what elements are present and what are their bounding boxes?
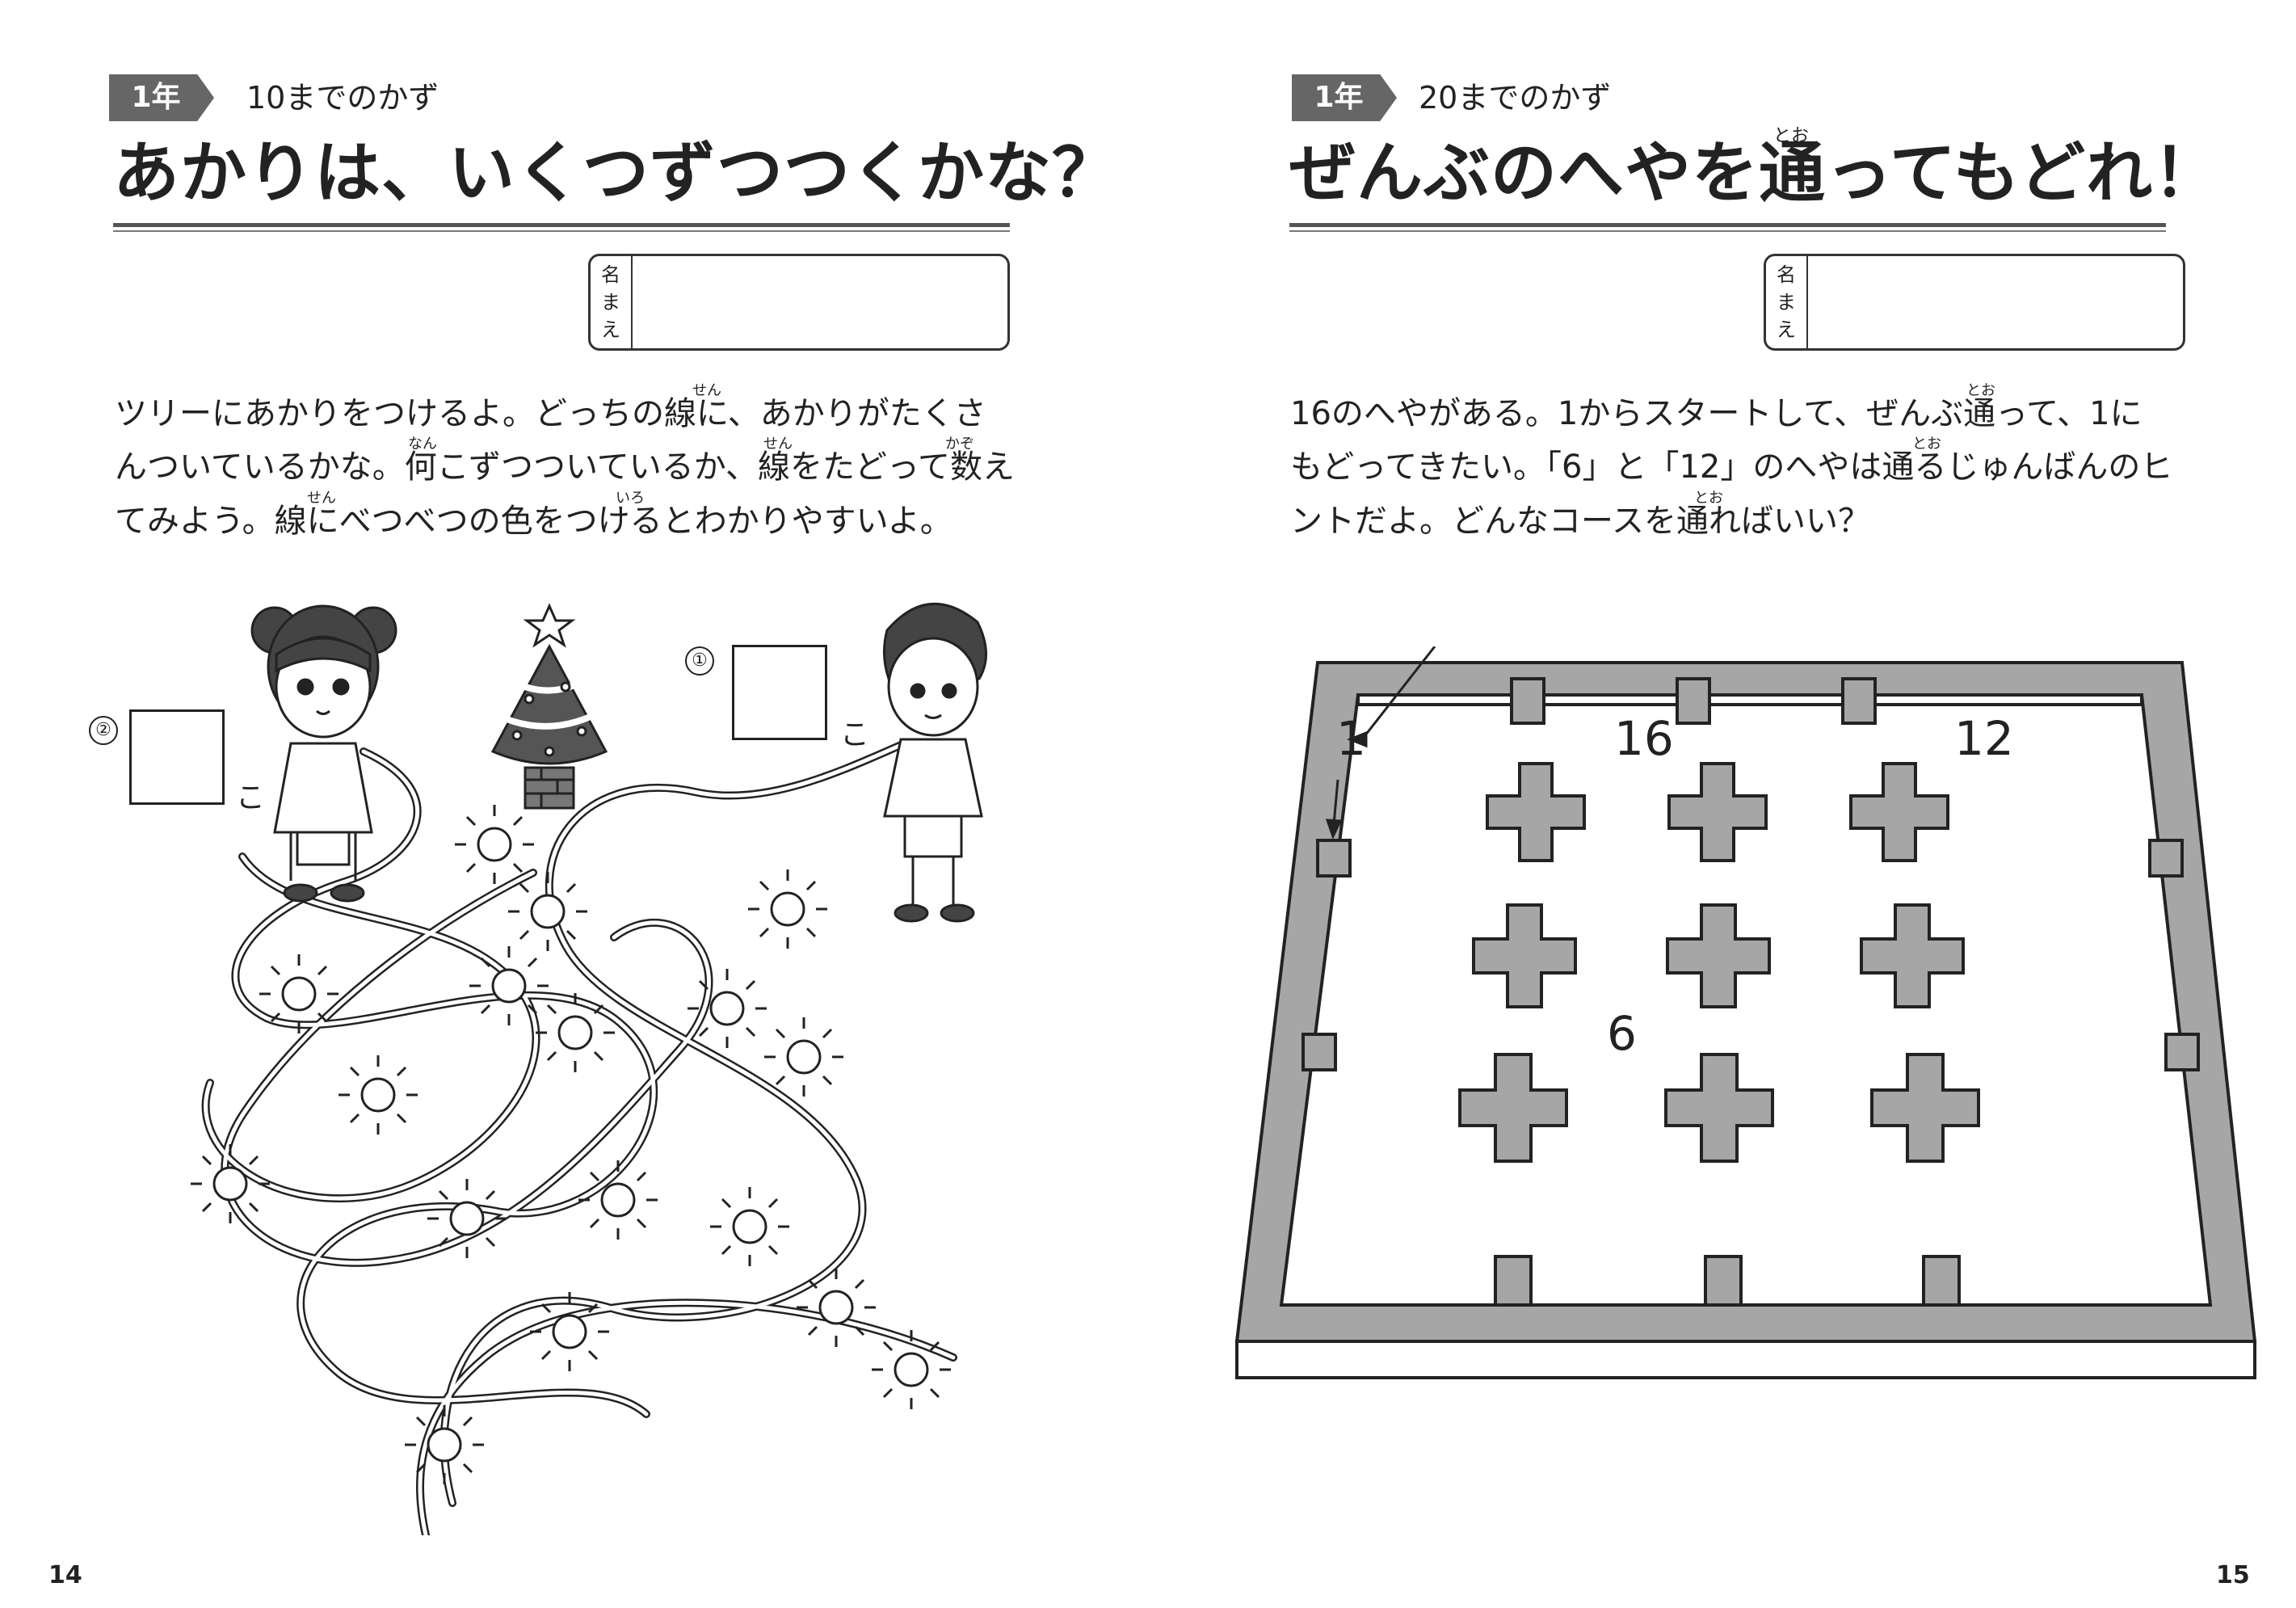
answer-box-2[interactable] xyxy=(129,709,225,805)
maze-label-6: 6 xyxy=(1607,1006,1637,1061)
instruction-line: ツリーにあかりをつけるよ。どっちの線に、あかりがたくさ xyxy=(115,395,986,432)
furigana: せん xyxy=(307,490,336,507)
answer-marker-2: ② xyxy=(89,716,118,745)
girl-character xyxy=(250,604,397,903)
maze-label-12: 12 xyxy=(1954,711,2014,766)
title-rule xyxy=(113,223,1010,227)
right-page: 1年 20までのかず とお ぜんぶのへやを通ってもどれ！ 名 ま え とお とお… xyxy=(1148,0,2296,1608)
title-rule-thin xyxy=(1289,230,2166,232)
title-rule xyxy=(1289,223,2166,227)
furigana: いろ xyxy=(616,490,645,507)
answer-marker-1: ① xyxy=(685,646,714,676)
furigana: なん xyxy=(408,436,437,453)
left-page: 1年 10までのかず あかりは、いくつずつつくかな？ 名 ま え せん なん せ… xyxy=(48,74,1120,1589)
light-bulbs xyxy=(191,805,951,1484)
instruction-line: もどってきたい。「6」と「12」のへやは通るじゅんばんのヒ xyxy=(1290,448,2173,486)
answer-unit-2: こ xyxy=(236,781,266,815)
page-title: あかりは、いくつずつつくかな？ xyxy=(113,135,1120,212)
furigana: とお xyxy=(1966,382,1995,399)
instructions: とお とお とお 16のへやがある。1からスタートして、ぜんぶ通って、1に もど… xyxy=(1290,368,2179,545)
unit-subtitle: 20までのかず xyxy=(1419,80,1612,116)
maze-pillars xyxy=(1458,762,1980,1163)
answer-box-1[interactable] xyxy=(732,645,827,740)
answer-unit-1: こ xyxy=(840,718,870,751)
furigana: とお xyxy=(1912,436,1941,453)
name-field-label: 名 ま え xyxy=(1766,256,1808,348)
maze-label-start: 1 xyxy=(1336,711,1366,766)
name-field[interactable]: 名 ま え xyxy=(1764,254,2185,351)
page-title: ぜんぶのへやを通ってもどれ！ xyxy=(1289,135,2221,212)
page-number: 14 xyxy=(48,1561,82,1589)
lights-illustration xyxy=(191,602,987,1535)
name-field[interactable]: 名 ま え xyxy=(588,254,1010,351)
furigana: かぞ xyxy=(945,436,974,453)
page-number: 15 xyxy=(2216,1561,2250,1589)
room-maze xyxy=(1234,646,2257,1379)
grade-badge: 1年 xyxy=(109,74,214,121)
instruction-line: てみよう。線にべつべつの色をつけるとわかりやすいよ。 xyxy=(115,503,952,540)
unit-subtitle: 10までのかず xyxy=(246,80,439,116)
instructions: せん なん せん かぞ せん いろ ツリーにあかりをつけるよ。どっちの線に、あか… xyxy=(115,368,1028,545)
maze-label-16: 16 xyxy=(1614,711,1674,766)
furigana: とお xyxy=(1694,490,1723,507)
christmas-tree xyxy=(490,603,608,810)
title-rule-thin xyxy=(113,230,1010,232)
instruction-line: ントだよ。どんなコースを通ればいい？ xyxy=(1290,503,1870,540)
furigana: せん xyxy=(763,436,793,453)
furigana: せん xyxy=(692,382,721,399)
direction-arrows xyxy=(1325,646,1436,840)
instruction-line: 16のへやがある。1からスタートして、ぜんぶ通って、1に xyxy=(1290,395,2143,432)
boy-character xyxy=(883,602,987,923)
name-field-label: 名 ま え xyxy=(591,256,633,348)
grade-badge: 1年 xyxy=(1292,74,1397,121)
instruction-line: んついているかな。何こずつついているか、線をたどって数え xyxy=(115,448,1015,486)
maze-frame xyxy=(1234,661,2257,1379)
title-furigana: とお xyxy=(1773,126,1810,146)
